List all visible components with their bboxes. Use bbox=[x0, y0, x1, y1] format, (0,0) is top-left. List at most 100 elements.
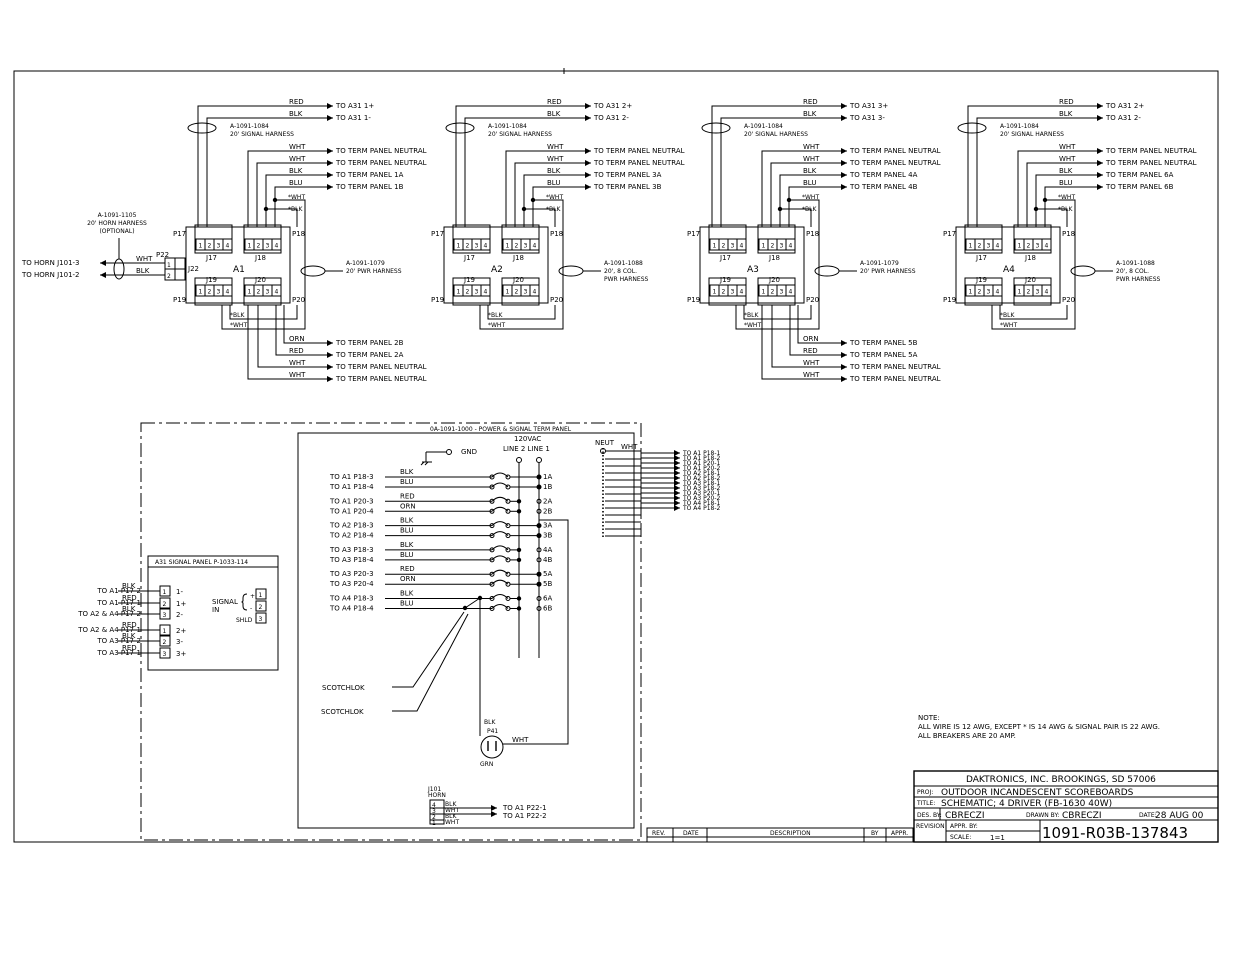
wire-color: ORN bbox=[400, 502, 416, 510]
title-des-by: CBRECZI bbox=[945, 811, 985, 821]
breaker-destination: TO A4 P18-4 bbox=[329, 605, 374, 613]
pin-number: 1 bbox=[1018, 289, 1022, 296]
pin-number: 4 bbox=[484, 289, 488, 296]
wire-color: ORN bbox=[400, 575, 416, 583]
wire-color: BLU bbox=[1059, 179, 1072, 187]
j101-label: J101 bbox=[427, 786, 441, 793]
wire-color: BLK bbox=[1059, 167, 1073, 175]
pin-number: 3 bbox=[432, 808, 436, 815]
signal-harness-bundle bbox=[445, 122, 475, 134]
title-des-label: DES. BY: bbox=[917, 812, 942, 819]
power-signal-term-panel: 0A-1091-1000 - POWER & SIGNAL TERM PANEL… bbox=[140, 422, 721, 841]
wire-destination: TO TERM PANEL 6B bbox=[1105, 183, 1174, 191]
horn-harness-bundle bbox=[113, 258, 125, 280]
breaker-label: 1B bbox=[543, 483, 552, 491]
harness-label: A-1091-1079 bbox=[860, 260, 899, 267]
wire-bottom bbox=[771, 305, 847, 368]
breaker-output-terminal bbox=[536, 484, 542, 490]
wire-color: BLU bbox=[400, 478, 413, 486]
wire-color: WHT bbox=[136, 255, 153, 263]
harness-label: A-1091-1105 bbox=[98, 212, 137, 219]
title-appr-label: APPR. BY: bbox=[950, 823, 978, 830]
breaker-destination: TO A4 P18-3 bbox=[329, 595, 374, 603]
pin-number: 3 bbox=[1036, 243, 1040, 250]
breaker-label: 3A bbox=[543, 522, 552, 530]
wire-color: BLK bbox=[400, 517, 414, 525]
harness-part: A-1091-1084 bbox=[488, 123, 527, 130]
note-line-2: ALL BREAKERS ARE 20 AMP. bbox=[918, 732, 1016, 740]
wire-color: RED bbox=[547, 98, 562, 106]
wire-destination: TO A31 3- bbox=[849, 114, 885, 122]
pin-number: 1 bbox=[713, 289, 717, 296]
wire-destination: TO TERM PANEL 1B bbox=[335, 183, 404, 191]
breaker-destination: TO A3 P18-4 bbox=[329, 556, 374, 564]
wire-jumper bbox=[524, 208, 556, 227]
pin-number: 1 bbox=[1018, 243, 1022, 250]
wire-destination: TO TERM PANEL 1A bbox=[335, 171, 404, 179]
title-block: DAKTRONICS, INC. BROOKINGS, SD 57006 PRO… bbox=[913, 770, 1219, 843]
wire-color: WHT bbox=[289, 143, 306, 151]
pin-number: 1 bbox=[762, 289, 766, 296]
breaker-terminal bbox=[489, 498, 495, 504]
neutral-destination: TO A2 P18-1 bbox=[682, 470, 721, 477]
neutral-destination: TO A4 P18-2 bbox=[682, 505, 721, 512]
pin-number: 3 bbox=[780, 289, 784, 296]
junction-dot bbox=[516, 499, 522, 504]
pin-number: 2 bbox=[722, 289, 726, 296]
label-p17: P17 bbox=[173, 230, 186, 238]
breaker-label: 6A bbox=[543, 595, 552, 603]
junction-dot bbox=[777, 206, 783, 212]
p41-wht-label: WHT bbox=[512, 736, 529, 744]
label-j17: J17 bbox=[975, 254, 987, 262]
signal-in-pin bbox=[255, 600, 267, 612]
title-scale-label: SCALE: bbox=[950, 834, 971, 841]
label-j18: J18 bbox=[254, 254, 266, 262]
wire-destination: TO TERM PANEL 3A bbox=[593, 171, 662, 179]
wire-color: WHT bbox=[547, 143, 564, 151]
revision-block: REV. DATE DESCRIPTION BY APPR. bbox=[646, 827, 914, 843]
title-scale: 1=1 bbox=[990, 834, 1005, 842]
signal-pin bbox=[159, 597, 171, 609]
signal-harness-bundle bbox=[187, 122, 217, 134]
gnd-label: GND bbox=[461, 448, 477, 456]
harness-desc: 20' SIGNAL HARNESS bbox=[1000, 131, 1064, 138]
pin-number: 2 bbox=[1027, 243, 1031, 250]
scotchlok-label: SCOTCHLOK bbox=[321, 708, 364, 716]
note-line-1: ALL WIRE IS 12 AWG, EXCEPT * IS 14 AWG &… bbox=[918, 723, 1160, 731]
breaker-destination: TO A1 P18-4 bbox=[329, 483, 374, 491]
jumper-label: *WHT bbox=[744, 322, 761, 329]
wire-color: BLU bbox=[400, 551, 413, 559]
p41-grn-label: GRN bbox=[480, 761, 493, 768]
wire-jumper bbox=[533, 199, 564, 227]
j101-destination: TO A1 P22-2 bbox=[502, 812, 547, 820]
label-j20: J20 bbox=[768, 276, 780, 284]
pin-number: 4 bbox=[226, 243, 230, 250]
breaker-terminal bbox=[489, 547, 495, 553]
wire-color: WHT bbox=[803, 155, 820, 163]
harness-label: PWR HARNESS bbox=[1116, 276, 1161, 283]
jumper-label: *WHT bbox=[802, 194, 819, 201]
wire-destination: TO TERM PANEL NEUTRAL bbox=[593, 159, 685, 167]
label-p22: P22 bbox=[156, 251, 169, 259]
label-p19: P19 bbox=[431, 296, 444, 304]
wire-color: BLU bbox=[400, 527, 413, 535]
p41-blk-label: BLK bbox=[484, 719, 496, 726]
connector-j101 bbox=[429, 799, 445, 825]
wire-color: BLK bbox=[289, 110, 303, 118]
wire-color: BLK bbox=[400, 468, 414, 476]
pin-number: 2 bbox=[1027, 289, 1031, 296]
junction-dot bbox=[263, 206, 269, 212]
wire-destination: TO TERM PANEL NEUTRAL bbox=[849, 147, 941, 155]
wire-term bbox=[532, 186, 591, 227]
signal-pin bbox=[159, 608, 171, 620]
signal-pin-polarity: + bbox=[250, 593, 255, 600]
note-heading: NOTE: bbox=[918, 714, 940, 722]
pin-number: 2 bbox=[208, 243, 212, 250]
label-p18: P18 bbox=[550, 230, 563, 238]
signal-brace bbox=[241, 593, 248, 611]
wire-color: BLK bbox=[803, 110, 817, 118]
jumper-label: *WHT bbox=[546, 194, 563, 201]
